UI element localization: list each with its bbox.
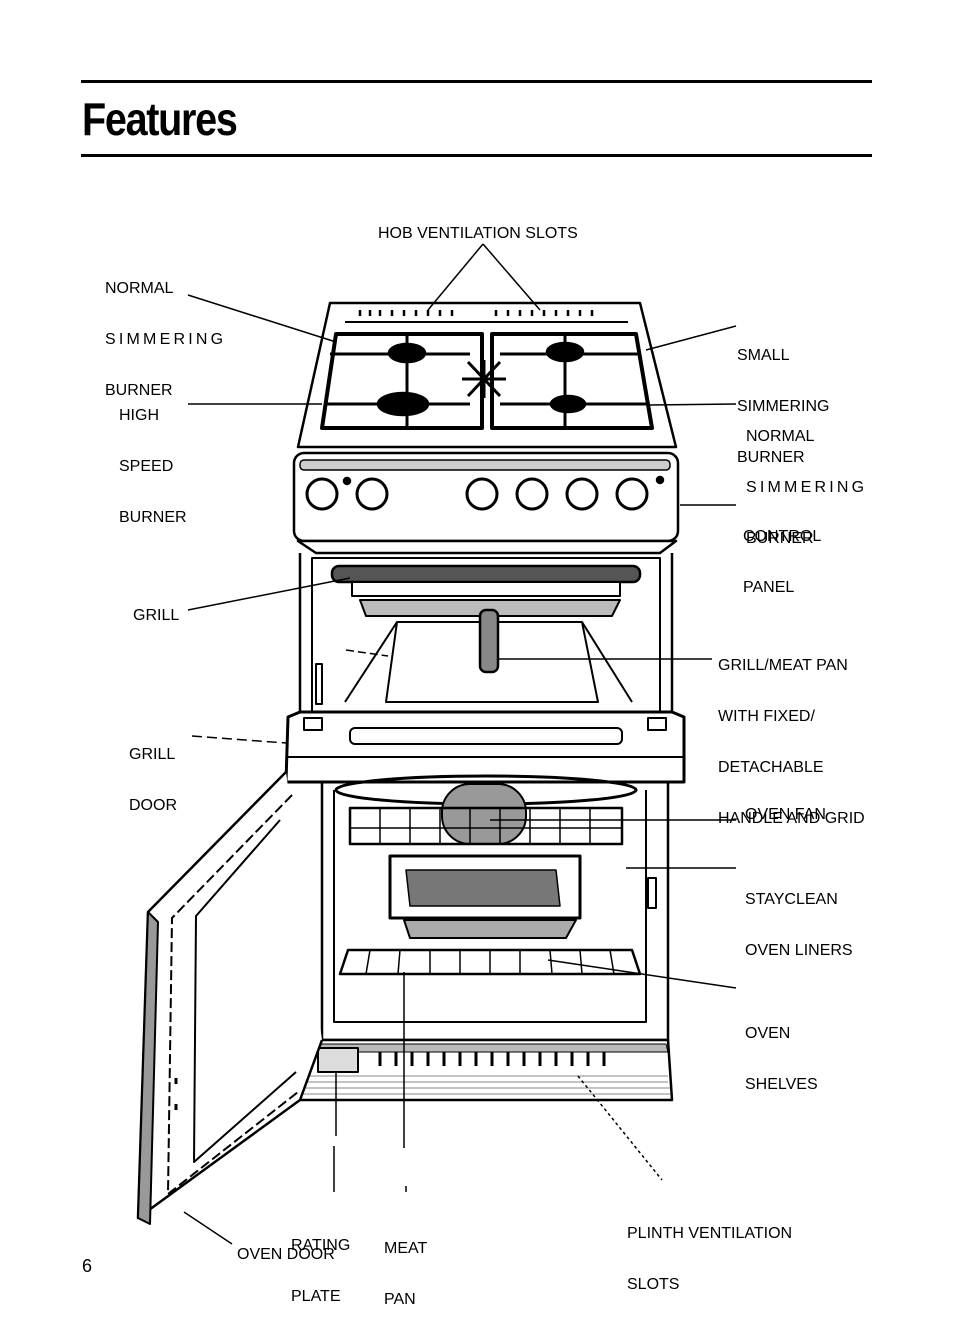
label-line: SHELVES (745, 1076, 818, 1093)
label-stayclean-oven-liners: STAYCLEAN OVEN LINERS (745, 857, 853, 993)
label-line: BURNER (119, 509, 187, 526)
label-line: BURNER (746, 530, 814, 547)
label-small-simmering-burner: SMALL SIMMERING BURNER (737, 313, 829, 500)
label-line: SIMMERING (105, 331, 227, 348)
label-line: SLOTS (627, 1276, 680, 1293)
plinth-vent-slots (378, 1052, 606, 1066)
hob-vent-slots (358, 310, 594, 316)
label-rating-plate: RATING PLATE (291, 1203, 350, 1336)
label-line: STAYCLEAN (745, 891, 838, 908)
label-grill-door: GRILL DOOR (129, 712, 177, 848)
burner-normal-right (549, 394, 587, 414)
burner-high-speed (376, 391, 430, 417)
label-line: WITH FIXED/ (718, 708, 815, 725)
label-grill-meat-pan: GRILL/MEAT PAN WITH FIXED/ DETACHABLE HA… (718, 623, 865, 861)
label-high-speed-burner: HIGH SPEED BURNER (119, 373, 187, 560)
grill-compartment (298, 553, 674, 715)
plinth (298, 1038, 674, 1102)
oven-door (136, 771, 324, 1225)
label-plinth-ventilation-slots: PLINTH VENTILATION SLOTS (627, 1191, 792, 1327)
label-line: PAN (384, 1291, 416, 1308)
leader-lines (183, 243, 737, 1245)
label-hob-ventilation-slots: HOB VENTILATION SLOTS (378, 225, 578, 242)
label-line: SMALL (737, 347, 790, 364)
label-line: HANDLE AND GRID (718, 810, 865, 827)
grill-door (284, 710, 686, 784)
label-line: CONTROL (743, 528, 822, 545)
label-line: OVEN LINERS (745, 942, 853, 959)
rating-plate (317, 1047, 359, 1073)
label-line: PLINTH VENTILATION (627, 1225, 793, 1242)
label-line: HIGH (119, 407, 159, 424)
label-oven-fan: OVEN FAN (745, 806, 826, 823)
label-line: SIMMERING (737, 398, 830, 415)
center-star (462, 360, 506, 398)
page-number: 6 (82, 1256, 93, 1276)
label-line: GRILL (129, 746, 176, 763)
label-grill: GRILL (133, 607, 180, 624)
control-panel (292, 451, 680, 555)
label-line: RATING (291, 1237, 351, 1254)
label-line: SIMMERING (746, 479, 868, 496)
label-line: DETACHABLE (718, 759, 824, 776)
burner-small (545, 341, 585, 363)
label-line: GRILL/MEAT PAN (718, 657, 848, 674)
label-line: BURNER (737, 449, 805, 466)
label-line: PLATE (291, 1288, 341, 1305)
label-normal-simmering-burner-right: NORMAL SIMMERING BURNER (746, 394, 867, 581)
top-rule (81, 80, 872, 83)
label-line: SPEED (119, 458, 174, 475)
label-line: DOOR (129, 797, 177, 814)
label-line: BURNER (105, 382, 173, 399)
label-normal-simmering-burner-left: NORMAL SIMMERING BURNER (105, 246, 226, 433)
label-oven-door: OVEN DOOR (237, 1246, 335, 1263)
burner-normal-left (387, 342, 427, 364)
hob (296, 301, 678, 449)
label-meat-pan: MEAT PAN (384, 1206, 427, 1336)
label-oven-shelves: OVEN SHELVES (745, 991, 818, 1127)
label-line: NORMAL (746, 428, 815, 445)
oven-cavity (320, 774, 670, 1042)
label-line: NORMAL (105, 280, 174, 297)
label-control-panel: CONTROL PANEL (743, 494, 821, 630)
page-title: Features (82, 93, 238, 145)
label-line: MEAT (384, 1240, 428, 1257)
label-line: PANEL (743, 579, 795, 596)
title-underline (81, 154, 872, 157)
label-line: OVEN (745, 1025, 791, 1042)
